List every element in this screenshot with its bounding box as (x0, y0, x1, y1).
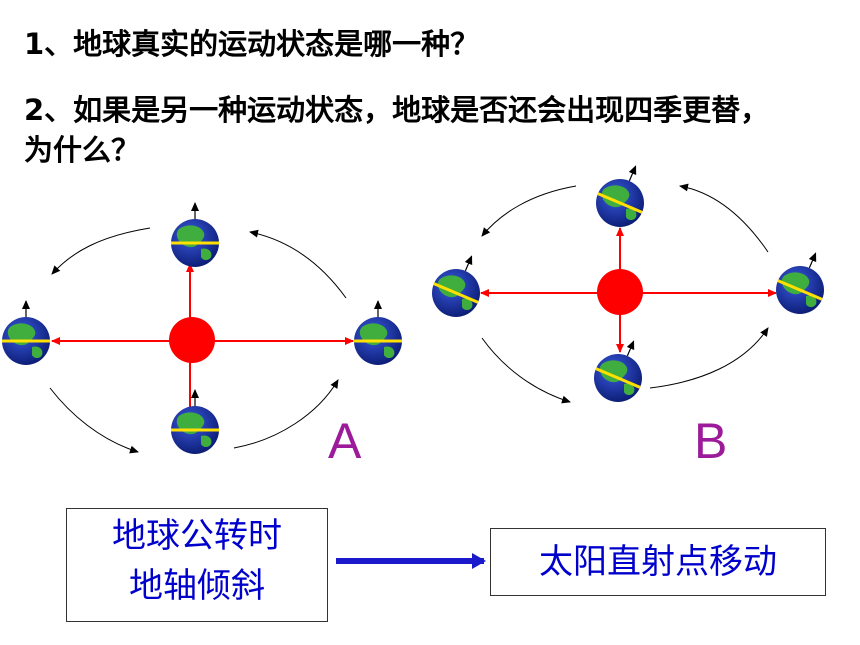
earth-a-top (171, 202, 219, 267)
earth-b-bottom (594, 340, 642, 402)
earth-b-top (596, 165, 644, 227)
effect-box: 太阳直射点移动 (490, 528, 826, 596)
sun-a (169, 317, 215, 363)
question-2: 2、如果是另一种运动状态，地球是否还会出现四季更替，为什么？ (24, 93, 770, 167)
earth-a-left (2, 300, 50, 365)
diagram-b: B (432, 165, 824, 469)
cause-box: 地球公转时 地轴倾斜 (66, 508, 328, 622)
diagram-a: A (2, 202, 402, 469)
cause-line-1: 地球公转时 (112, 516, 282, 556)
label-b: B (694, 413, 727, 469)
earth-a-bottom (171, 389, 219, 454)
question-1: 1、地球真实的运动状态是哪一种？ (24, 27, 480, 61)
orbit-arrow-b-2 (481, 337, 571, 404)
cause-line-2: 地轴倾斜 (129, 566, 265, 606)
orbit-arrow-a-2 (49, 387, 139, 454)
sun-b (597, 269, 643, 315)
label-a: A (328, 413, 362, 469)
orbit-arrow-a-3 (233, 379, 339, 449)
orbit-arrow-a-4 (249, 229, 347, 299)
earth-a-right (354, 300, 402, 365)
orbit-arrow-b-1 (481, 185, 577, 237)
orbit-arrow-b-3 (649, 327, 769, 389)
earth-b-right (776, 252, 824, 314)
orbit-arrow-a-1 (51, 227, 151, 275)
earth-b-left (432, 255, 480, 317)
orbit-arrow-b-4 (679, 183, 769, 253)
